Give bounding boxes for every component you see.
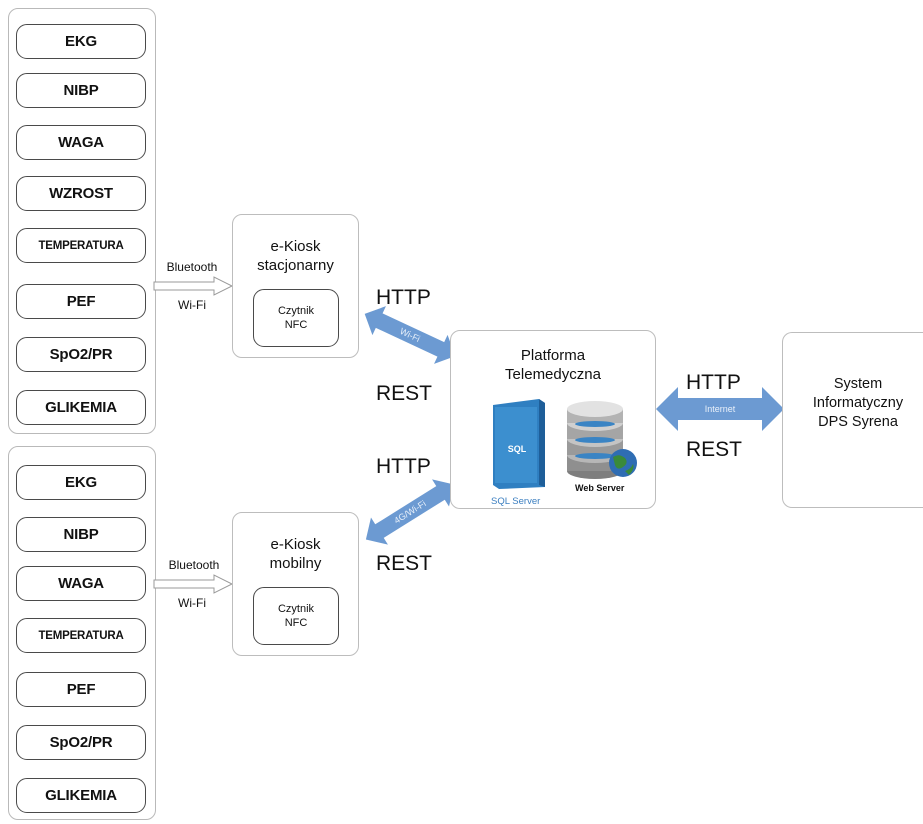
kiosk-mobile-title: e-Kiosk mobilny (269, 536, 322, 572)
internet-link-label: Internet (705, 404, 736, 414)
internet-link-arrow: Internet (656, 387, 784, 431)
kiosk-stationary[interactable]: e-Kiosk stacjonarny Czytnik NFC (232, 214, 359, 358)
device-wzrost[interactable]: WZROST (16, 176, 146, 211)
device-spo2[interactable]: SpO2/PR (16, 337, 146, 372)
web-server-caption: Web Server (575, 483, 625, 493)
device-temperatura[interactable]: TEMPERATURA (16, 618, 146, 653)
device-ekg[interactable]: EKG (16, 24, 146, 59)
telemedicine-platform[interactable]: Platforma Telemedyczna SQL SQL Server We… (450, 330, 656, 509)
http-label-internet: HTTP (686, 371, 741, 394)
wifi-link-arrow: Wi-Fi (364, 306, 456, 364)
kiosk-stationary-title: e-Kiosk stacjonarny (257, 238, 334, 274)
connection-bluetooth-label: Bluetooth (166, 260, 218, 274)
device-glikemia[interactable]: GLIKEMIA (16, 390, 146, 425)
device-pef[interactable]: PEF (16, 672, 146, 707)
rest-label-mobile: REST (376, 552, 433, 575)
connection-wifi-label: Wi-Fi (178, 298, 206, 312)
sql-server-icon: SQL (493, 399, 545, 489)
sql-server-caption: SQL Server (491, 496, 541, 507)
device-nibp[interactable]: NIBP (16, 73, 146, 108)
device-spo2[interactable]: SpO2/PR (16, 725, 146, 760)
device-to-kiosk-arrow (153, 574, 234, 594)
connection-bluetooth-label: Bluetooth (168, 558, 220, 572)
device-ekg[interactable]: EKG (16, 465, 146, 500)
device-waga[interactable]: WAGA (16, 566, 146, 601)
platform-title: Platforma Telemedyczna (505, 347, 601, 383)
kiosk-mobile[interactable]: e-Kiosk mobilny Czytnik NFC (232, 512, 359, 656)
mobile-link-arrow: 4G/Wi-Fi (365, 479, 455, 545)
device-list-stationary: EKG NIBP WAGA WZROST TEMPERATURA PEF SpO… (16, 24, 146, 425)
rest-label-stationary: REST (376, 382, 433, 405)
device-to-kiosk-arrow (153, 276, 234, 296)
http-label-stationary: HTTP (376, 286, 431, 309)
connection-wifi-label: Wi-Fi (178, 596, 206, 610)
http-label-mobile: HTTP (376, 455, 431, 478)
rest-label-internet: REST (686, 438, 743, 461)
device-glikemia[interactable]: GLIKEMIA (16, 778, 146, 813)
external-system-title: System Informatyczny DPS Syrena (812, 376, 904, 430)
device-nibp[interactable]: NIBP (16, 517, 146, 552)
nfc-reader-stationary[interactable]: Czytnik NFC (253, 289, 339, 347)
device-temperatura[interactable]: TEMPERATURA (16, 228, 146, 263)
nfc-reader-mobile[interactable]: Czytnik NFC (253, 587, 339, 645)
device-pef[interactable]: PEF (16, 284, 146, 319)
external-system-dps-syrena[interactable]: System Informatyczny DPS Syrena (782, 332, 923, 508)
device-list-mobile: EKG NIBP WAGA TEMPERATURA PEF SpO2/PR GL… (16, 465, 146, 815)
web-server-database-icon (567, 401, 637, 479)
sql-icon-label: SQL (508, 444, 527, 454)
device-waga[interactable]: WAGA (16, 125, 146, 160)
